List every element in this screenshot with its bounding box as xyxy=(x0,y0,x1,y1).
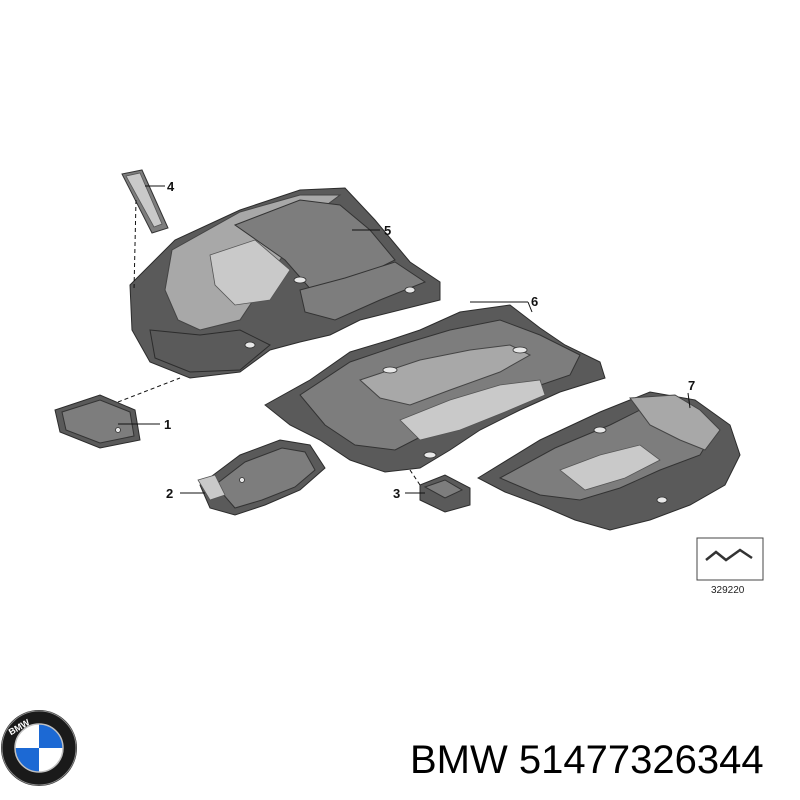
reference-number: 329220 xyxy=(711,585,745,596)
callout-4: 4 xyxy=(167,179,175,194)
callout-5: 5 xyxy=(384,223,391,238)
brand-part-number-line: BMW 51477326344 xyxy=(410,738,764,783)
part-5-front-carpet xyxy=(129,187,441,379)
bmw-logo-icon: BMW xyxy=(1,710,77,786)
callout-1: 1 xyxy=(164,417,171,432)
callout-3: 3 xyxy=(393,486,400,501)
arrow-symbol-icon xyxy=(705,548,753,562)
reference-box: 329220 xyxy=(696,537,764,596)
part-6-center-carpet xyxy=(264,304,606,473)
callout-2: 2 xyxy=(166,486,173,501)
part-7-rear-carpet xyxy=(476,391,741,531)
brand-name: BMW xyxy=(410,738,508,782)
callout-6: 6 xyxy=(531,294,538,309)
part-number: 51477326344 xyxy=(518,738,764,782)
part-1-mat xyxy=(54,394,141,449)
callout-7: 7 xyxy=(688,378,695,393)
part-4-strip xyxy=(121,169,169,234)
part-2-footrest xyxy=(197,439,326,516)
part-3-bracket xyxy=(419,474,471,513)
